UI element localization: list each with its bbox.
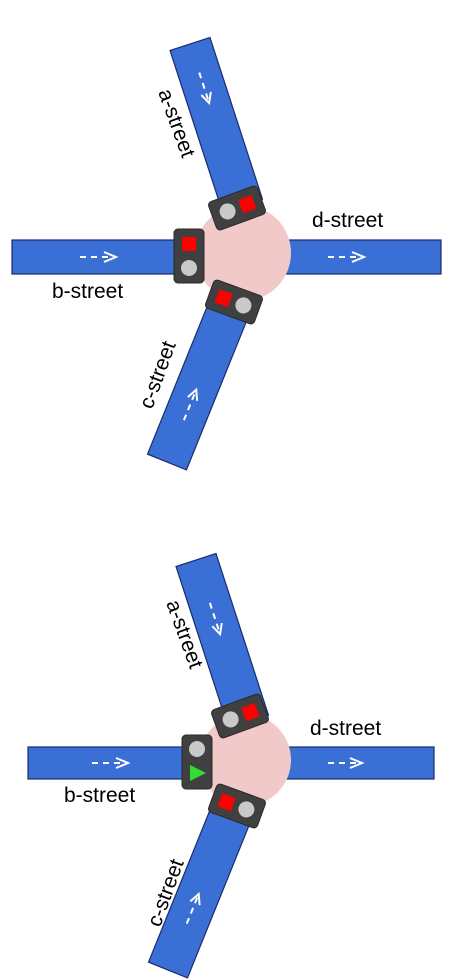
traffic-signal-a <box>211 693 269 739</box>
traffic-signal-c <box>208 783 266 829</box>
signal-lamp-off <box>189 741 205 757</box>
signal-lamp-off <box>181 260 197 276</box>
signal-lamp-red <box>241 703 260 722</box>
signal-lamp-red <box>182 237 196 251</box>
signal-lamp-red <box>238 195 257 214</box>
signal-lamp-red <box>214 289 233 308</box>
road-d-street <box>274 239 442 275</box>
signal-lamp-off <box>219 203 236 220</box>
road-a-street <box>169 36 264 213</box>
traffic-signal-a <box>208 185 266 231</box>
signal-lamp-red <box>217 793 236 812</box>
traffic-signal-b <box>173 228 205 284</box>
traffic-signal-c <box>205 279 263 325</box>
street-label-b: b-street <box>64 784 135 807</box>
intersection-diagram-2: a-street b-street c-street d-street <box>27 552 435 979</box>
signal-lamp-off <box>222 711 239 728</box>
intersection-diagram-1: a-street b-street c-street d-street <box>11 36 442 471</box>
traffic-signal-b <box>181 734 213 790</box>
signal-lamp-off <box>235 297 252 314</box>
street-label-d: d-street <box>310 717 381 740</box>
street-label-b: b-street <box>52 280 123 303</box>
road-d-street <box>274 746 435 780</box>
street-label-d: d-street <box>312 209 383 232</box>
signal-lamp-green-arrow <box>190 765 206 781</box>
signal-lamp-off <box>238 801 255 818</box>
